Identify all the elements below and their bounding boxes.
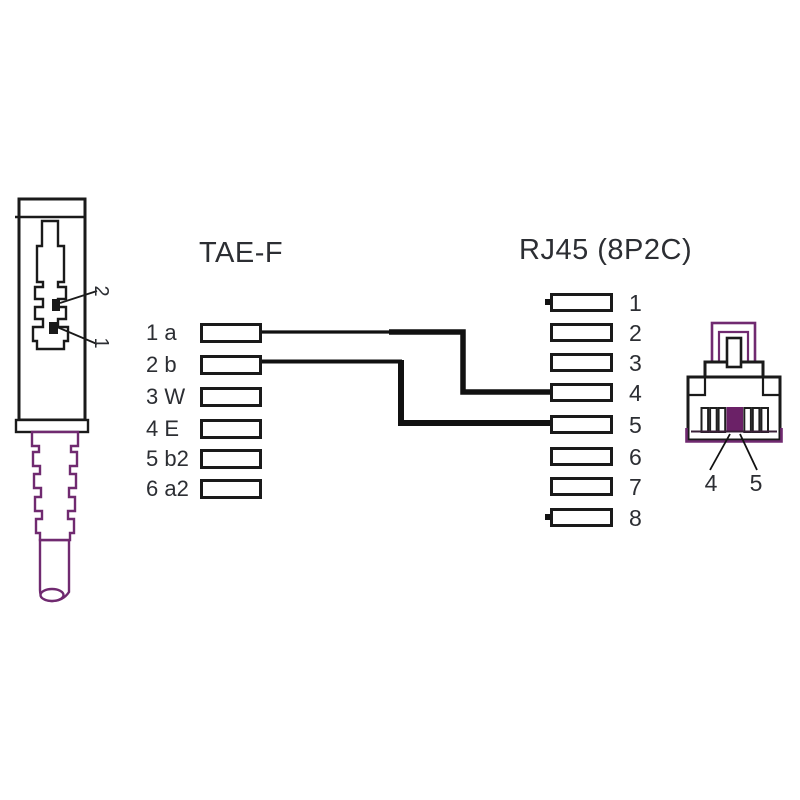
rj45-plug-label-5: 5 <box>749 470 763 496</box>
rj45-pin-box-6 <box>550 447 613 466</box>
tae-contact-1-mark <box>49 322 58 334</box>
rj45-pin-number-2: 2 <box>629 320 642 346</box>
rj45-row1-nub <box>545 299 551 305</box>
tae-pin-box-6a2 <box>200 479 262 499</box>
rj45-pin-box-2 <box>550 323 613 342</box>
rj45-pin-box-5 <box>550 415 613 434</box>
rj45-pin-box-7 <box>550 477 613 496</box>
tae-pin-box-5b2 <box>200 449 262 469</box>
wire-1a-to-pin4 <box>389 329 551 395</box>
rj45-plug-label-4: 4 <box>704 470 718 496</box>
rj45-slot-6 <box>743 407 752 433</box>
tae-plug-base <box>14 418 90 434</box>
tae-pin-box-1a <box>200 323 262 343</box>
rj45-latch-inner <box>717 330 750 363</box>
rj45-pin-number-5: 5 <box>629 412 642 438</box>
wires <box>262 329 551 426</box>
rj45-slot-8 <box>760 407 770 433</box>
tae-pin-box-4e <box>200 419 262 439</box>
rj45-pin-box-3 <box>550 353 613 372</box>
tae-pin-label-2b: 2 b <box>146 352 177 377</box>
rj45-slot-7 <box>751 407 761 433</box>
rj45-pin-number-1: 1 <box>629 290 642 316</box>
pin4-pointer-line <box>709 433 731 471</box>
tae-plug-drawing <box>14 197 98 434</box>
tae-pin-label-6a2: 6 a2 <box>146 476 189 501</box>
rj45-slot-3 <box>717 407 727 433</box>
rj45-body-step-right <box>761 377 780 397</box>
tae-cable-drawing <box>30 430 80 603</box>
rj45-pin-number-6: 6 <box>629 444 642 470</box>
rj45-body-step-left <box>688 377 707 397</box>
rj45-pin-box-8 <box>550 508 613 527</box>
tae-pin-box-3w <box>200 387 262 407</box>
leader-line-contact-1 <box>56 326 98 345</box>
tae-pin-box-2b <box>200 355 262 375</box>
leader-line-contact-2 <box>59 290 98 304</box>
tae-contact-label-2: 2 <box>90 285 112 297</box>
tae-strain-relief <box>30 430 80 542</box>
tae-pin-label-4e: 4 E <box>146 416 180 441</box>
tae-contact-label-1: 1 <box>90 337 112 349</box>
rj45-pin-number-8: 8 <box>629 505 642 531</box>
tae-pin-label-3w: 3 W <box>146 384 186 409</box>
rj45-pin-number-7: 7 <box>629 474 642 500</box>
tae-column-title: TAE-F <box>199 237 284 269</box>
rj45-slot-2 <box>709 407 718 433</box>
tae-pin-label-5b2: 5 b2 <box>146 446 189 471</box>
rj45-pin-box-1 <box>550 293 613 312</box>
rj45-pin-number-4: 4 <box>629 380 642 406</box>
wire-2b-to-pin5 <box>398 360 551 426</box>
rj45-pin-number-3: 3 <box>629 350 642 376</box>
tae-cable-end <box>39 587 65 603</box>
rj45-bottom-band <box>685 428 783 443</box>
rj45-slot-1 <box>700 407 710 433</box>
rj45-slots-4-5-filled <box>726 407 743 432</box>
tae-contact-2-mark <box>52 299 60 311</box>
rj45-latch-center-tab <box>725 336 743 369</box>
rj45-plug-drawing <box>685 321 783 471</box>
tae-contact-profile <box>31 219 70 351</box>
rj45-column-title: RJ45 (8P2C) <box>519 234 693 266</box>
tae-pin-label-1a: 1 a <box>146 320 177 345</box>
pin5-pointer-line <box>739 433 758 471</box>
rj45-row8-nub <box>545 514 551 520</box>
rj45-pin-box-4 <box>550 383 613 402</box>
